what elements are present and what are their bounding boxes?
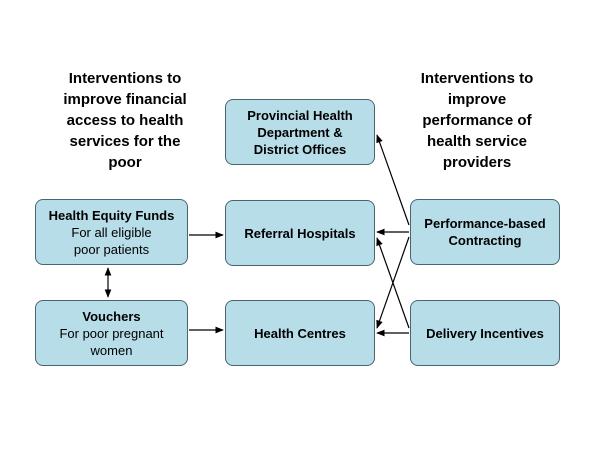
vouchers-subtitle: For poor pregnant women xyxy=(59,325,164,358)
arrow-incentives-to-referral xyxy=(376,237,410,329)
referral-hospitals-title: Referral Hospitals xyxy=(244,225,356,241)
performance-based-contracting-box: Performance-based Contracting xyxy=(410,199,560,265)
referral-hospitals-box: Referral Hospitals xyxy=(225,200,375,266)
provincial-health-department-box: Provincial Health Department & District … xyxy=(225,99,375,165)
arrow-pbc-to-provincial xyxy=(376,134,410,226)
health-centres-title: Health Centres xyxy=(254,325,346,341)
health-centres-box: Health Centres xyxy=(225,300,375,366)
left-column-heading: Interventions to improve financial acces… xyxy=(63,70,187,171)
delivery-incentives-title: Delivery Incentives xyxy=(426,325,544,341)
right-column-heading: Interventions to improve performance of … xyxy=(420,70,534,171)
health-equity-funds-box: Health Equity Funds For all eligible poo… xyxy=(35,199,188,265)
performance-based-contracting-title: Performance-based Contracting xyxy=(424,216,546,248)
provincial-health-department-title: Provincial Health Department & District … xyxy=(247,107,353,157)
delivery-incentives-box: Delivery Incentives xyxy=(410,300,560,366)
health-equity-funds-subtitle: For all eligible poor patients xyxy=(71,224,152,257)
health-equity-funds-title: Health Equity Funds xyxy=(48,207,175,223)
vouchers-box: Vouchers For poor pregnant women xyxy=(35,300,188,366)
vouchers-title: Vouchers xyxy=(82,308,141,324)
